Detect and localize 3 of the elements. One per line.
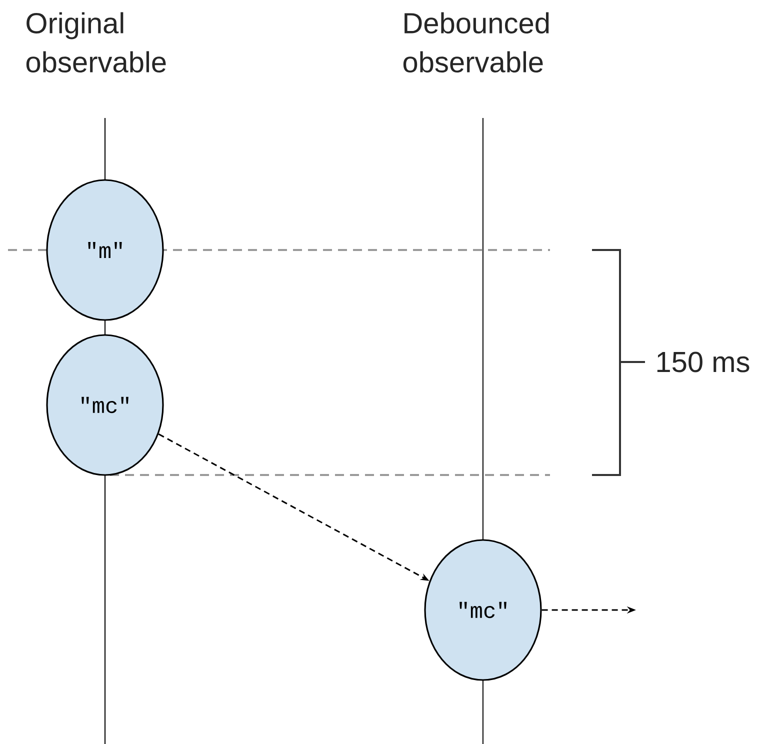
timeline-heading: Debounced observable [403,12,549,72]
duration-label: 150 ms [657,352,750,372]
timeline-heading: Original observable [26,12,166,72]
